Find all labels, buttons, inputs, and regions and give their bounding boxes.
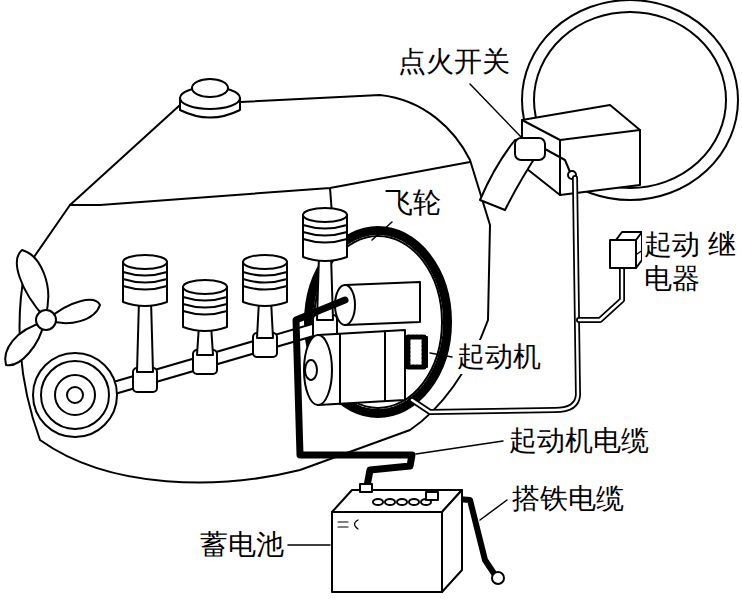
- piston: [183, 280, 227, 355]
- ground-cable: [492, 572, 504, 584]
- piston: [123, 255, 167, 269]
- engine-block: [70, 162, 470, 240]
- piston: [243, 255, 287, 269]
- starter-motor: [340, 331, 385, 404]
- flywheel-label: 飞轮: [383, 186, 443, 220]
- cooling-fan: [17, 250, 48, 318]
- starter-cable: [296, 300, 412, 486]
- starter-relay-label: 起动 继电器: [642, 228, 738, 295]
- battery: [332, 512, 442, 592]
- crank-pulley: [33, 353, 117, 437]
- engine-block: [20, 95, 490, 482]
- piston: [123, 255, 167, 372]
- battery: [332, 484, 462, 592]
- starter-motor: [345, 282, 420, 325]
- engine-block: [20, 79, 490, 482]
- ground-cable-label: 搭铁电缆: [510, 482, 626, 516]
- starter-motor: [305, 360, 317, 380]
- leader-line: [480, 500, 507, 520]
- steering-wheel: [522, 0, 738, 200]
- leader-line: [372, 222, 392, 240]
- starter-motor: [304, 282, 427, 405]
- battery: [332, 490, 462, 512]
- piston: [183, 280, 227, 294]
- battery: [373, 499, 383, 505]
- piston: [243, 255, 287, 338]
- cooling-fan: [5, 322, 44, 365]
- control-wire: [412, 178, 622, 412]
- piston: [303, 208, 347, 222]
- starter-motor: [408, 337, 424, 367]
- crank-pulley: [55, 375, 95, 415]
- piston: [303, 225, 347, 243]
- starter-cable: [296, 300, 412, 486]
- leader-line: [430, 353, 452, 357]
- control-wire: [579, 268, 622, 320]
- cooling-fan: [5, 250, 100, 365]
- battery: [409, 499, 419, 505]
- battery: [385, 499, 395, 505]
- ignition-switch: [515, 138, 545, 160]
- crank-pulley: [67, 387, 83, 403]
- starter-motor: [405, 337, 427, 367]
- cooling-fan: [36, 310, 56, 330]
- starter-cable-label: 起动机电缆: [507, 424, 651, 458]
- ignition-switch: [480, 138, 576, 210]
- leader-line: [416, 441, 503, 454]
- ignition-switch-label: 点火开关: [396, 45, 512, 79]
- starter-relay: [610, 232, 642, 268]
- battery-label: 蓄电池: [198, 528, 286, 562]
- battery: [426, 492, 438, 500]
- steering-wheel: [522, 0, 738, 200]
- starter-relay: [616, 232, 642, 268]
- leader-line: [470, 84, 522, 138]
- leader-line: [288, 84, 643, 545]
- battery: [442, 490, 462, 592]
- piston: [123, 272, 167, 290]
- starting-system-illustration: [5, 0, 738, 592]
- piston: [183, 297, 227, 315]
- leader-line: [288, 544, 330, 546]
- crank-pulley: [33, 353, 117, 437]
- control-wire: [579, 268, 622, 320]
- engine-block: [192, 79, 228, 97]
- piston: [137, 300, 153, 372]
- battery: [338, 520, 358, 529]
- starter-motor: [304, 335, 332, 405]
- starter-relay: [610, 240, 636, 268]
- starter-motor-label: 起动机: [455, 340, 543, 374]
- ignition-switch: [545, 149, 570, 172]
- battery: [360, 484, 372, 492]
- battery: [397, 499, 407, 505]
- crank-pulley: [41, 361, 109, 429]
- piston: [243, 272, 287, 290]
- flywheel: [314, 236, 442, 408]
